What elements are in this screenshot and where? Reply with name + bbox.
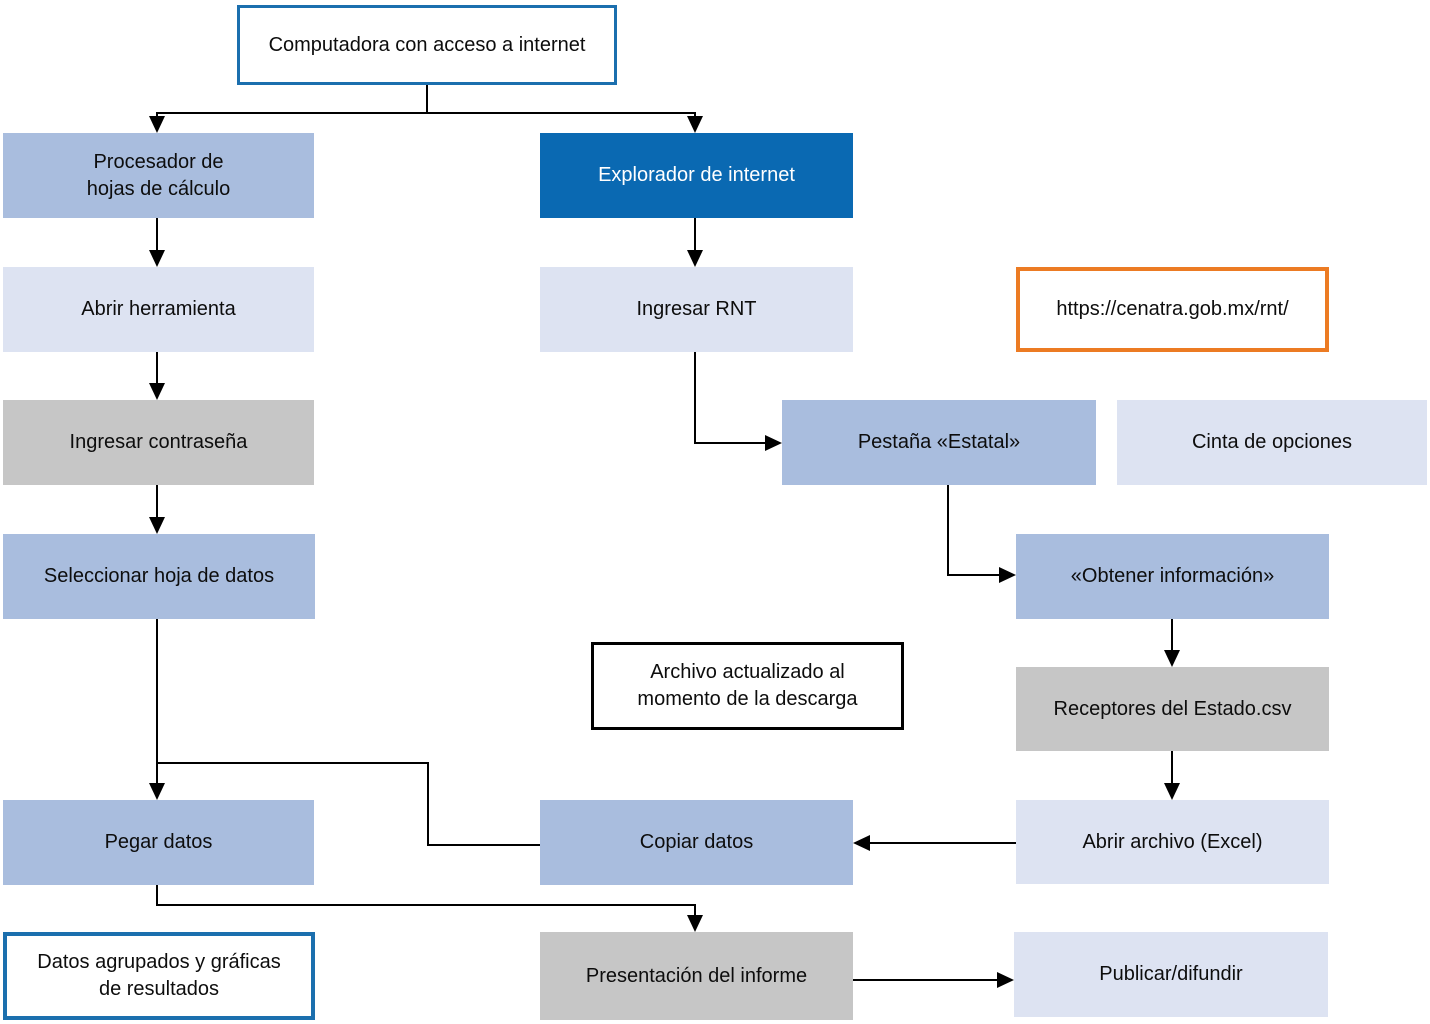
connector-segment bbox=[853, 979, 999, 981]
node-label: https://cenatra.gob.mx/rnt/ bbox=[1056, 298, 1289, 320]
node-procesador-hojas-calculo: Procesador de hojas de cálculo bbox=[3, 133, 314, 218]
node-label: Presentación del informe bbox=[585, 964, 808, 987]
node-explorador-internet: Explorador de internet bbox=[540, 133, 853, 218]
connector-segment bbox=[427, 762, 429, 846]
node-ingresar-contrasena: Ingresar contraseña bbox=[3, 400, 314, 485]
arrowhead-down bbox=[149, 383, 165, 400]
node-label: Receptores del Estado.csv bbox=[1053, 697, 1292, 720]
arrowhead-down bbox=[687, 250, 703, 267]
arrowhead-right bbox=[997, 972, 1014, 988]
node-label: Abrir herramienta bbox=[81, 298, 236, 320]
node-abrir-herramienta: Abrir herramienta bbox=[3, 267, 314, 352]
node-label: Datos agrupados y gráficas de resultados bbox=[37, 951, 281, 1000]
node-pegar-datos: Pegar datos bbox=[3, 800, 314, 885]
node-label: Cinta de opciones bbox=[1191, 431, 1353, 453]
connector-segment bbox=[426, 85, 428, 113]
arrowhead-down bbox=[149, 783, 165, 800]
connector-segment bbox=[156, 619, 158, 787]
connector-segment bbox=[694, 904, 696, 917]
connector-segment bbox=[694, 218, 696, 254]
arrowhead-right bbox=[765, 435, 782, 451]
node-label: Abrir archivo (Excel) bbox=[1082, 830, 1263, 853]
node-archivo-actualizado-nota: Archivo actualizado al momento de la des… bbox=[591, 642, 904, 730]
arrowhead-left bbox=[853, 835, 870, 851]
node-copiar-datos: Copiar datos bbox=[540, 800, 853, 885]
arrowhead-down bbox=[149, 517, 165, 534]
node-url-cenatra: https://cenatra.gob.mx/rnt/ bbox=[1016, 267, 1329, 352]
node-label: Pestaña «Estatal» bbox=[857, 431, 1021, 453]
node-obtener-informacion: «Obtener información» bbox=[1016, 534, 1329, 619]
node-label: Archivo actualizado al momento de la des… bbox=[637, 661, 858, 710]
arrowhead-down bbox=[149, 250, 165, 267]
connector-segment bbox=[1171, 619, 1173, 655]
connector-segment bbox=[156, 762, 429, 764]
connector-segment bbox=[156, 112, 696, 114]
connector-segment bbox=[947, 574, 1003, 576]
arrowhead-down bbox=[1164, 783, 1180, 800]
node-label: Copiar datos bbox=[639, 831, 754, 853]
node-label: Ingresar contraseña bbox=[69, 431, 248, 453]
node-label: Seleccionar hoja de datos bbox=[43, 565, 275, 587]
node-label: Computadora con acceso a internet bbox=[268, 33, 586, 56]
connector-segment bbox=[156, 352, 158, 388]
connector-segment bbox=[427, 844, 540, 846]
connector-segment bbox=[947, 485, 949, 576]
connector-segment bbox=[694, 442, 769, 444]
node-label: Explorador de internet bbox=[598, 164, 795, 186]
connector-segment bbox=[156, 885, 158, 906]
node-label: Pegar datos bbox=[104, 831, 213, 853]
node-receptores-estado-csv: Receptores del Estado.csv bbox=[1016, 667, 1329, 751]
node-label: Publicar/difundir bbox=[1099, 963, 1243, 985]
node-ingresar-rnt: Ingresar RNT bbox=[540, 267, 853, 352]
connector-segment bbox=[866, 842, 1016, 844]
arrowhead-down bbox=[149, 116, 165, 133]
arrowhead-down bbox=[1164, 650, 1180, 667]
node-label: Procesador de hojas de cálculo bbox=[86, 150, 231, 200]
arrowhead-down bbox=[687, 915, 703, 932]
node-seleccionar-hoja-datos: Seleccionar hoja de datos bbox=[3, 534, 315, 619]
arrowhead-down bbox=[687, 116, 703, 133]
connector-segment bbox=[694, 352, 696, 444]
connector-segment bbox=[156, 218, 158, 254]
arrowhead-right bbox=[999, 567, 1016, 583]
connector-segment bbox=[156, 485, 158, 521]
node-label: Ingresar RNT bbox=[636, 298, 757, 320]
node-presentacion-informe: Presentación del informe bbox=[540, 932, 853, 1020]
node-pestana-estatal: Pestaña «Estatal» bbox=[782, 400, 1096, 485]
node-datos-agrupados-graficas: Datos agrupados y gráficas de resultados bbox=[3, 932, 315, 1020]
node-cinta-de-opciones: Cinta de opciones bbox=[1117, 400, 1427, 485]
connector-segment bbox=[1171, 751, 1173, 787]
node-publicar-difundir: Publicar/difundir bbox=[1014, 932, 1328, 1017]
node-abrir-archivo-excel: Abrir archivo (Excel) bbox=[1016, 800, 1329, 884]
connector-segment bbox=[156, 904, 696, 906]
node-label: «Obtener información» bbox=[1070, 565, 1275, 587]
node-computadora-con-acceso-internet: Computadora con acceso a internet bbox=[237, 5, 617, 85]
